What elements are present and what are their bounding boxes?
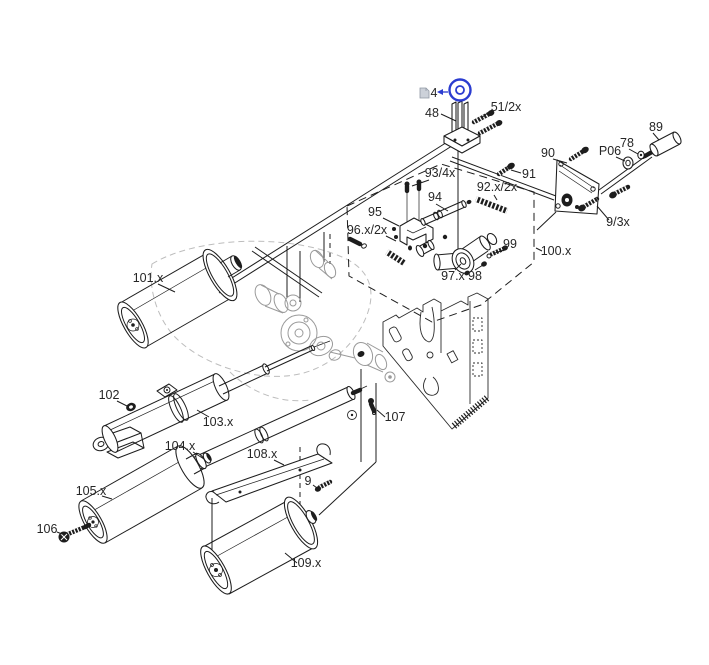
group-box-100 [346,163,535,323]
leader-lines [56,109,660,564]
springs-92 [385,196,509,266]
callout-104: 104.x [165,439,196,453]
callout-99: 99 [503,237,517,251]
callout-103: 103.x [203,415,234,429]
callout-100: 100.x [541,244,572,258]
callout-94: 94 [428,190,442,204]
shaft-94 [420,199,472,226]
screw-90 [568,146,589,162]
bracket-48 [443,100,481,154]
callout-9-3x: 9/3x [606,215,630,229]
machine-frame [347,292,490,430]
callout-97: 97.x [441,269,465,283]
highlighted-part-4[interactable] [419,78,472,102]
screw-91 [496,162,515,177]
callout-96: 96.x/2x [347,223,388,237]
callout-108: 108.x [247,447,278,461]
callout-51: 51/2x [491,100,522,114]
callout-102: 102 [99,388,120,402]
roller-101 [117,248,243,349]
callout-101: 101.x [133,271,164,285]
mount-plate-90 [554,159,600,215]
callout-89: 89 [649,120,663,134]
roller-109 [200,496,319,595]
callout-98: 98 [468,269,482,283]
callout-105: 105.x [76,484,107,498]
screw-99 [486,245,508,259]
shaft-104 [181,386,363,479]
highlight-circle[interactable] [448,78,472,102]
callout-91: 91 [522,167,536,181]
construction-lines [211,138,557,562]
callout-107: 107 [385,410,406,424]
screw-106 [58,522,92,543]
callout-48: 48 [425,106,439,120]
callout-P06: P06 [599,144,621,158]
callout-92: 92.x/2x [477,180,518,194]
shaft-89-assembly [598,131,682,195]
callout-90: 90 [541,146,555,160]
guide-bracket-108 [205,443,333,505]
rollers-96 [408,239,435,257]
callout-9: 9 [305,474,312,488]
callout-78: 78 [620,136,634,150]
roller-105 [78,445,212,544]
callout-4[interactable]: 4 [431,86,438,100]
grommet-P06 [622,156,634,170]
screw-107 [368,398,377,415]
ring-102 [126,402,136,412]
callout-106: 106 [37,522,58,536]
callout-95: 95 [368,205,382,219]
screws-9-3x [578,184,631,212]
callout-109: 109.x [291,556,322,570]
callout-93: 93/4x [425,166,456,180]
document-icon[interactable] [419,87,430,99]
cylinder-103 [92,345,316,459]
